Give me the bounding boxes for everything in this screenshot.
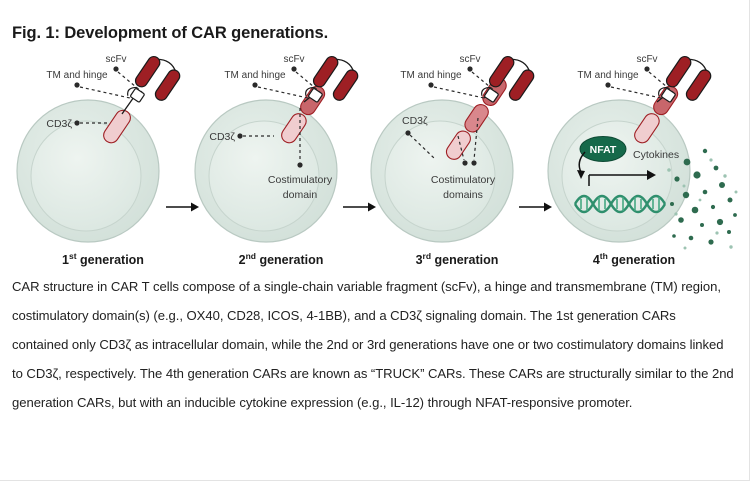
- label-cd3z: CD3ζ: [46, 118, 72, 130]
- tm-hinge-leader-line: [610, 86, 662, 99]
- label-scfv: scFv: [283, 54, 304, 65]
- generation-ordinal: th: [599, 250, 608, 261]
- label-cytokines: Cytokines: [633, 149, 679, 161]
- label-tm-hinge: TM and hinge: [400, 70, 462, 81]
- label-scfv: scFv: [459, 54, 480, 65]
- label-costim-line2: domains: [443, 189, 483, 201]
- label-costim-line2: domain: [283, 189, 318, 201]
- scfv-leader-line: [471, 71, 497, 93]
- figure-caption: CAR structure in CAR T cells compose of …: [12, 279, 734, 410]
- dna-rungs: [580, 197, 660, 211]
- transition-arrow-1: [166, 200, 200, 214]
- cell-nucleus: [30, 120, 142, 232]
- cd3z-domain-shape: [634, 113, 660, 144]
- cd3z-domain-shape: [103, 109, 131, 144]
- scfv-leader-line: [648, 71, 674, 93]
- cd3z-leader-dot: [405, 130, 411, 136]
- tm-region-shape: [661, 88, 676, 103]
- label-scfv: scFv: [636, 54, 657, 65]
- scfv-shape: [658, 55, 712, 101]
- costim-domain-shape: [300, 85, 326, 116]
- scfv-shape: [481, 55, 535, 101]
- generation-ordinal: st: [69, 250, 77, 261]
- transition-arrow-2: [343, 200, 377, 214]
- generation-label-gen1: 1st generation: [14, 250, 192, 267]
- cd3z-domain-shape: [445, 130, 471, 160]
- costim-domain-shape: [653, 85, 679, 116]
- scfv-leader-dot: [644, 66, 650, 72]
- tm-hinge-leader-line: [79, 86, 131, 99]
- tm-hinge-leader-line: [433, 86, 485, 99]
- label-tm-hinge: TM and hinge: [46, 70, 108, 81]
- generation-label-gen2: 2nd generation: [192, 250, 370, 267]
- scfv-shape: [305, 55, 359, 101]
- costim-leader-line-2: [473, 117, 479, 161]
- label-costim-line1: Costimulatory: [431, 174, 496, 186]
- generation-label-gen3: 3rd generation: [368, 250, 546, 267]
- label-scfv: scFv: [105, 54, 126, 65]
- cd3z-leader-dot: [74, 120, 80, 126]
- nfat-down-arrow: [578, 151, 586, 173]
- tm-region-shape: [484, 88, 499, 103]
- cell-diagram-gen1: scFv TM and hinge CD3ζ 1st generation: [14, 52, 192, 267]
- scfv-leader-dot: [113, 66, 119, 72]
- scfv-leader-dot: [291, 66, 297, 72]
- generation-number: 3: [415, 253, 423, 267]
- transition-arrow-3: [519, 200, 553, 214]
- scfv-leader-dot: [467, 66, 473, 72]
- generation-ordinal: nd: [245, 250, 256, 261]
- cell-diagram-gen2: scFv TM and hinge CD3ζ Costimulatory dom…: [192, 52, 370, 267]
- generation-label-gen4: 4th generation: [545, 250, 723, 267]
- generation-suffix: generation: [431, 253, 499, 267]
- cell-nucleus: [208, 120, 320, 232]
- cytokine-particles-faint: [667, 158, 738, 250]
- tm-hinge-leader-dot: [605, 82, 611, 88]
- label-nfat: NFAT: [590, 144, 617, 156]
- dna-helix: [573, 194, 667, 214]
- tm-hinge-leader-dot: [428, 82, 434, 88]
- page-title: Fig. 1: Development of CAR generations.: [12, 24, 329, 42]
- costim-leader-line-1: [457, 135, 465, 161]
- generation-ordinal: rd: [422, 250, 432, 261]
- tm-region-shape: [308, 88, 323, 103]
- cell-diagram-gen3: scFv TM and hinge CD3ζ Costimulatory dom…: [368, 52, 546, 267]
- costim-leader-dot-2: [471, 160, 477, 166]
- cd3z-leader-dot: [237, 133, 243, 139]
- scfv-leader-line: [117, 71, 143, 93]
- costim-domain-1-shape: [464, 103, 489, 133]
- label-costim-line1: Costimulatory: [268, 174, 333, 186]
- label-tm-hinge: TM and hinge: [224, 70, 286, 81]
- figure-diagram: scFv TM and hinge CD3ζ 1st generation: [0, 52, 750, 267]
- tm-hinge-leader-dot: [252, 82, 258, 88]
- costim-leader-dot-1: [462, 160, 468, 166]
- label-cd3z: CD3ζ: [402, 115, 428, 127]
- generation-number: 4: [592, 253, 600, 267]
- label-tm-hinge: TM and hinge: [577, 70, 639, 81]
- tm-region-shape: [130, 88, 145, 103]
- generation-suffix: generation: [607, 253, 676, 267]
- scfv-shape: [127, 55, 181, 101]
- scfv-leader-line: [295, 71, 321, 93]
- cell-diagram-gen4: scFv TM and hinge NFAT Cytokines: [545, 52, 738, 267]
- generation-suffix: generation: [76, 253, 144, 267]
- cell-nucleus: [384, 120, 496, 232]
- generation-suffix: generation: [255, 253, 324, 267]
- nfat-badge: [579, 136, 627, 162]
- generation-number: 1: [62, 253, 69, 267]
- cytokine-particles: [670, 148, 737, 245]
- promoter-arrow-head: [647, 170, 656, 180]
- costim-leader-dot: [297, 162, 303, 168]
- cell-nucleus: [561, 120, 673, 232]
- tm-hinge-leader-dot: [74, 82, 80, 88]
- generation-number: 2: [238, 253, 246, 267]
- label-cd3z: CD3ζ: [209, 131, 235, 143]
- tm-hinge-leader-line: [257, 86, 309, 99]
